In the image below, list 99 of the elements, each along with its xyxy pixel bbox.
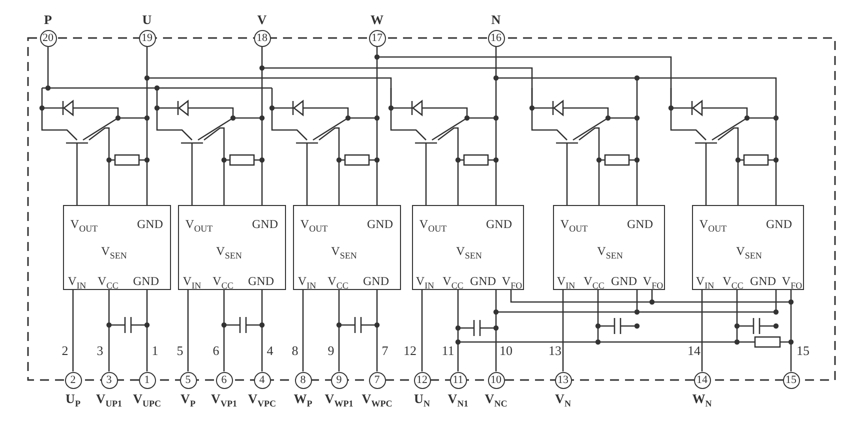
wire xyxy=(146,290,148,372)
pin-name: GND xyxy=(627,217,653,231)
wire xyxy=(146,46,148,205)
pin-number: 15 xyxy=(796,343,810,359)
terminal-name: V$_{UPC}$ xyxy=(133,390,161,408)
pin-name: GND xyxy=(486,217,512,231)
wire xyxy=(376,290,378,372)
pin-name: GND xyxy=(252,217,278,231)
wire xyxy=(457,290,459,372)
pin-name: V$_{SEN}$ xyxy=(331,244,357,262)
pin-name: V$_{CC}$ xyxy=(328,274,348,292)
pin-terminal: 15 xyxy=(782,372,800,388)
wire xyxy=(302,290,304,372)
pin-name: V$_{SEN}$ xyxy=(736,244,762,262)
pin-number: 10 xyxy=(500,343,512,359)
pin-number: 12 xyxy=(404,343,416,359)
pin-name: V$_{IN}$ xyxy=(68,274,86,292)
pin-number: 14 xyxy=(688,343,700,359)
driver-ic-box xyxy=(692,205,804,290)
pin-name: V$_{CC}$ xyxy=(442,274,464,292)
pin-name: V$_{IN}$ xyxy=(416,274,434,292)
pin-number: 11 xyxy=(442,343,454,359)
pin-number: 4 xyxy=(266,343,274,359)
pin-name: V$_{SEN}$ xyxy=(456,244,482,262)
pin-number: 2 xyxy=(62,343,68,359)
pin-name: V$_{SEN}$ xyxy=(216,244,242,262)
wire xyxy=(421,290,423,372)
wire xyxy=(701,290,703,372)
pin-name: V$_{FO}$ xyxy=(782,274,802,292)
terminal-name: U$_{P}$ xyxy=(66,390,80,408)
terminal-name: P xyxy=(44,12,52,28)
pin-name: V$_{CC}$ xyxy=(584,274,604,292)
pin-number: 7 xyxy=(382,343,388,359)
wire xyxy=(261,46,263,205)
driver-ic-box xyxy=(553,205,665,290)
terminal-name: U xyxy=(142,12,152,28)
driver-ic-box xyxy=(412,205,524,290)
terminal-name: V$_{WP1}$ xyxy=(324,390,354,408)
driver-ic-box xyxy=(293,205,401,290)
pin-name: GND xyxy=(611,274,637,288)
pin-name: V$_{OUT}$ xyxy=(560,217,588,236)
pin-name: GND xyxy=(363,274,389,288)
pin-name: V$_{FO}$ xyxy=(642,274,664,292)
pin-name: GND xyxy=(248,274,274,288)
terminal-name: V$_{VPC}$ xyxy=(248,390,276,408)
driver-ic-box xyxy=(178,205,286,290)
pin-number: 6 xyxy=(212,343,220,359)
pin-name: V$_{IN}$ xyxy=(182,274,202,292)
pin-name: V$_{SEN}$ xyxy=(597,244,623,262)
wire xyxy=(495,46,497,205)
pin-name: V$_{IN}$ xyxy=(556,274,576,292)
pin-name: V$_{IN}$ xyxy=(298,274,316,292)
wire xyxy=(223,290,225,372)
pin-number: 9 xyxy=(328,343,334,359)
pin-number: 13 xyxy=(548,343,562,359)
pin-name: GND xyxy=(470,274,496,288)
terminal-name: W$_{N}$ xyxy=(692,390,712,408)
wire xyxy=(562,290,564,372)
terminal-name: V xyxy=(257,12,267,28)
terminal-name: V$_{VP1}$ xyxy=(211,390,237,408)
pin-number: 1 xyxy=(152,343,158,359)
pin-name: GND xyxy=(133,274,159,288)
wire xyxy=(338,290,340,372)
pin-number: 3 xyxy=(96,343,104,359)
wire xyxy=(261,290,263,372)
terminal-name: U$_{N}$ xyxy=(414,390,430,408)
pin-name: V$_{IN}$ xyxy=(696,274,714,292)
pin-name: V$_{OUT}$ xyxy=(185,217,213,236)
terminal-name: V$_{WPC}$ xyxy=(362,390,392,408)
pin-number: 8 xyxy=(292,343,298,359)
wire xyxy=(72,290,74,372)
pin-name: V$_{OUT}$ xyxy=(699,217,727,236)
wire xyxy=(790,290,792,372)
pin-name: GND xyxy=(137,217,163,231)
pin-name: V$_{OUT}$ xyxy=(419,217,447,236)
pin-name: V$_{SEN}$ xyxy=(101,244,127,262)
terminal-name: W$_{P}$ xyxy=(294,390,312,408)
pin-number: 5 xyxy=(176,343,184,359)
pin-name: V$_{CC}$ xyxy=(722,274,744,292)
terminal-name: V$_{N}$ xyxy=(555,390,571,408)
wire xyxy=(376,46,378,205)
terminal-name: V$_{N1}$ xyxy=(448,390,468,408)
pin-name: GND xyxy=(766,217,792,231)
pin-name: V$_{CC}$ xyxy=(212,274,234,292)
pin-name: GND xyxy=(367,217,393,231)
driver-ic-box xyxy=(63,205,171,290)
terminal-name: N xyxy=(491,12,501,28)
terminal-name: W xyxy=(370,12,384,28)
wire xyxy=(187,290,189,372)
terminal-name: V$_{P}$ xyxy=(180,390,196,408)
pin-name: V$_{OUT}$ xyxy=(70,217,98,236)
wire xyxy=(108,290,110,372)
pin-name: GND xyxy=(750,274,776,288)
terminal-name: V$_{NC}$ xyxy=(484,390,508,408)
pin-name: V$_{FO}$ xyxy=(502,274,522,292)
wire xyxy=(495,290,497,372)
pin-name: V$_{CC}$ xyxy=(98,274,118,292)
terminal-name: V$_{UP1}$ xyxy=(96,390,122,408)
pin-name: V$_{OUT}$ xyxy=(300,217,328,236)
